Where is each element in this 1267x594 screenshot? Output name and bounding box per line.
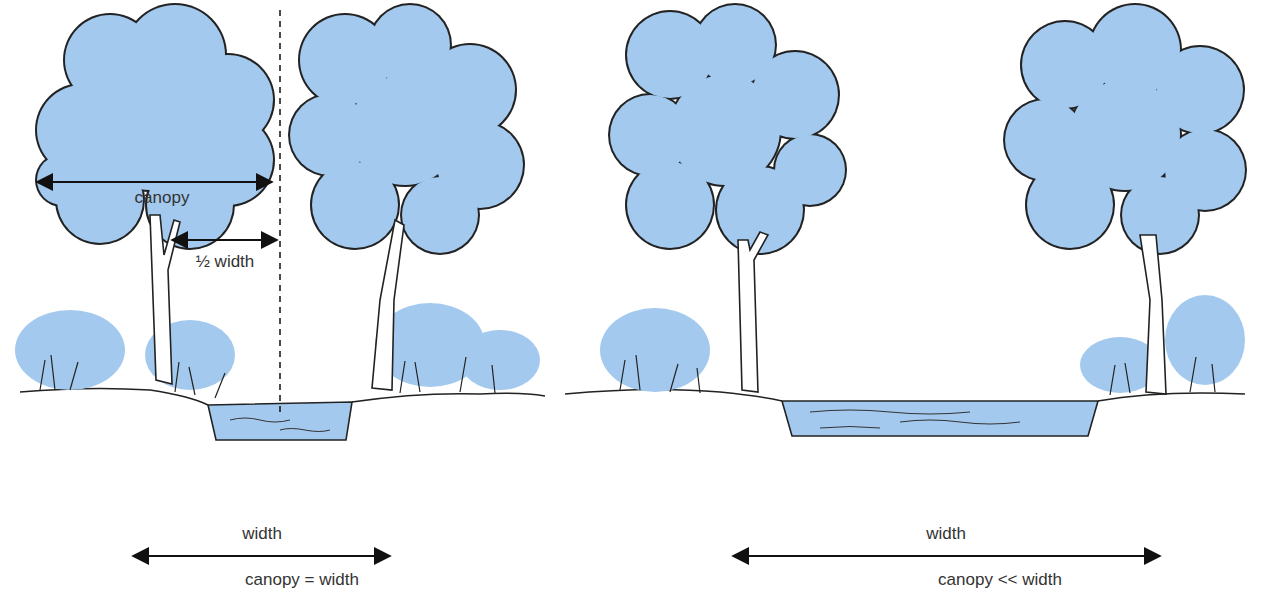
- dimension-arrow: [37, 182, 1160, 556]
- tree-canopy-outline: [35, 3, 1247, 255]
- water-lines: [230, 410, 1020, 432]
- stream-channel: [782, 401, 1098, 436]
- dimension-label: width: [926, 524, 966, 544]
- dashed-line: [279, 10, 281, 415]
- bushes: [15, 295, 1245, 393]
- ground-line: [565, 389, 1245, 401]
- tree-canopy: [37, 5, 1245, 253]
- grass: [40, 355, 1215, 398]
- caption-label: canopy << width: [938, 570, 1062, 590]
- dimension-label: width: [242, 524, 282, 544]
- caption-label: canopy = width: [245, 570, 359, 590]
- dimension-label: canopy: [135, 188, 190, 208]
- tree-trunk: [150, 215, 1166, 394]
- dimension-label: ½ width: [196, 252, 255, 272]
- ground-line: [20, 388, 545, 405]
